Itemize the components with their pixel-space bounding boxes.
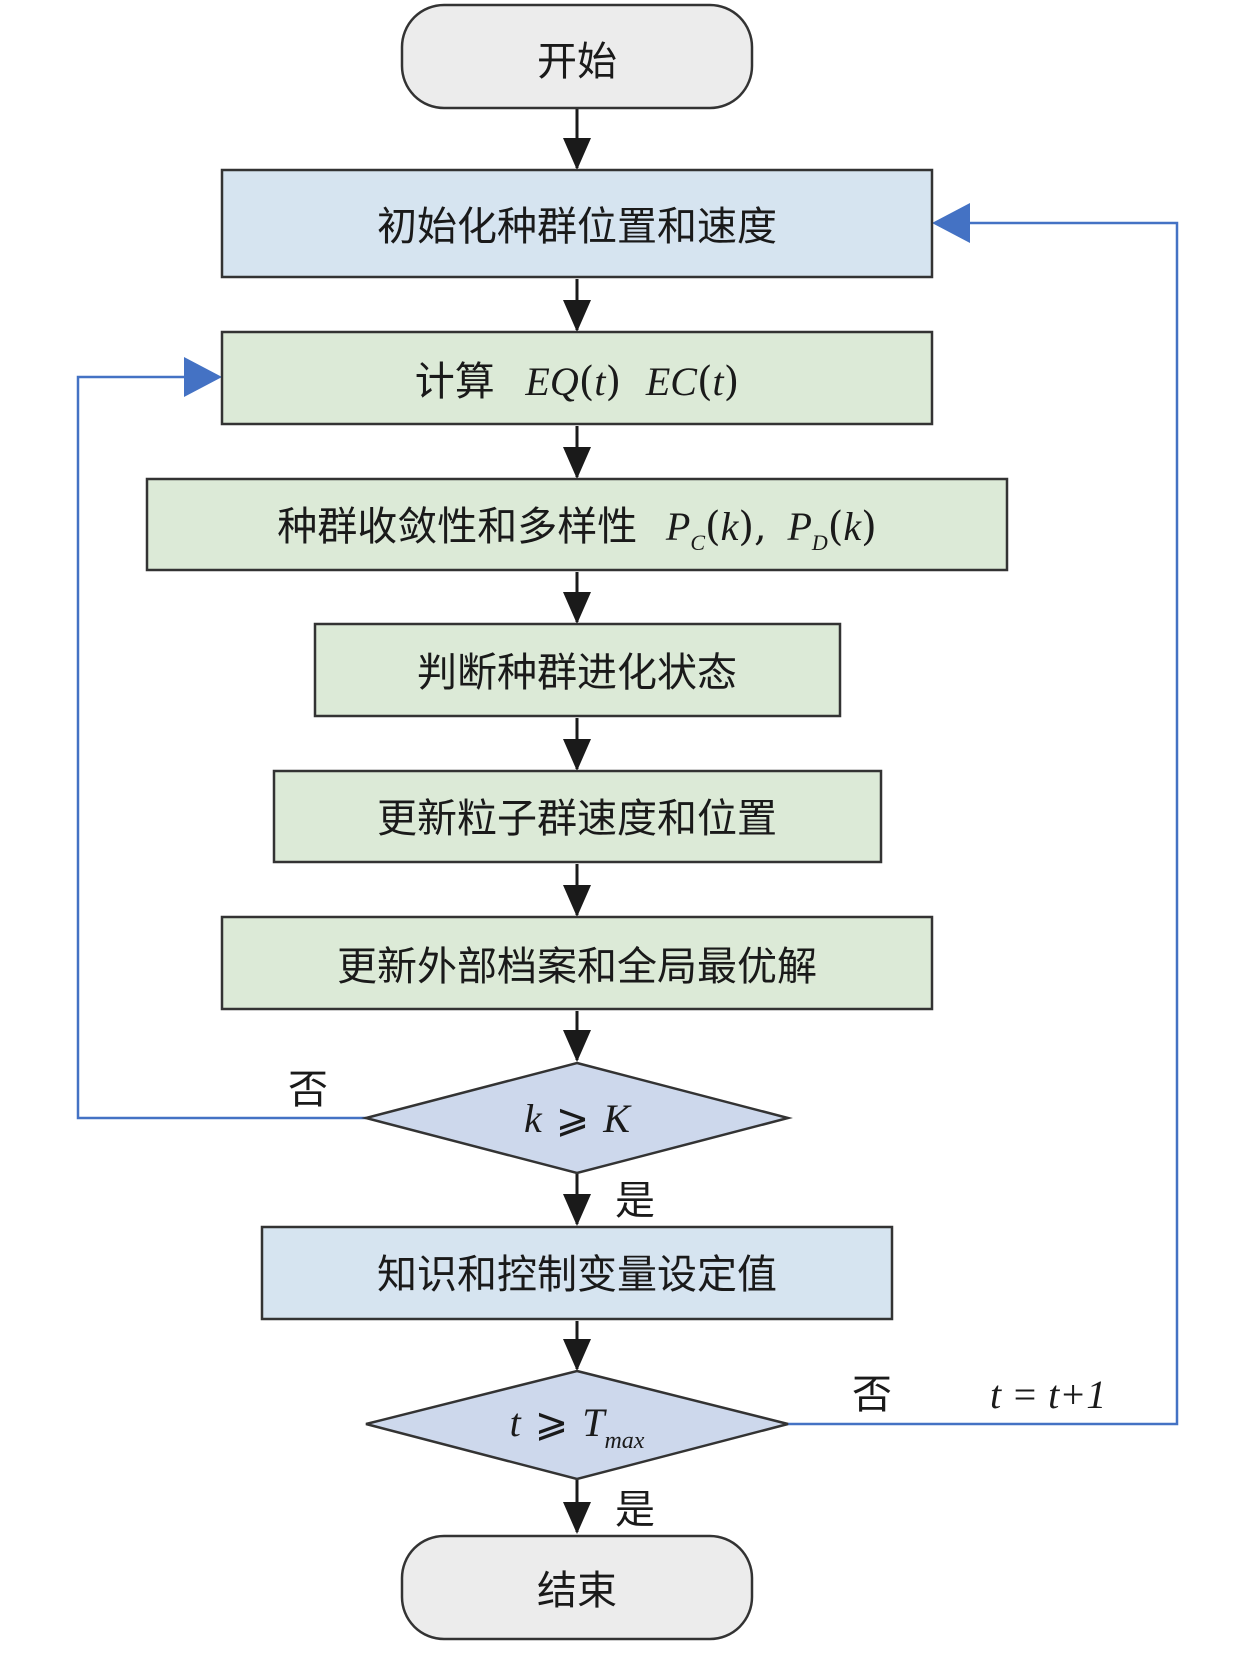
label-k-no: 否: [288, 1067, 328, 1113]
arrowhead-icon: [563, 592, 591, 624]
arrowhead-icon: [563, 300, 591, 332]
label-t-yes: 是: [615, 1487, 655, 1533]
loop-k-arrowhead-icon: [184, 357, 222, 397]
compute-node: 计算 EQ(t) EC(t): [220, 330, 934, 426]
end-node: 结束: [400, 1534, 754, 1641]
decision-k-label: k⩾K: [524, 1096, 632, 1142]
loop-t-line: [788, 203, 1179, 1426]
convergence-text: 种群收敛性和多样性: [277, 504, 637, 550]
arrowhead-icon: [563, 1194, 591, 1226]
init-label: 初始化种群位置和速度: [377, 204, 777, 250]
label-k-yes: 是: [615, 1178, 655, 1224]
arrowhead-icon: [563, 1030, 591, 1062]
compute-text: 计算: [415, 359, 495, 405]
loop-k-line: [76, 357, 366, 1120]
init-node: 初始化种群位置和速度: [220, 168, 934, 279]
decision-t-node: t⩾Tmax: [365, 1369, 789, 1481]
arrowhead-icon: [563, 1339, 591, 1371]
convergence-node: 种群收敛性和多样性 PC(k), PD(k): [145, 477, 1009, 572]
end-label: 结束: [537, 1568, 617, 1614]
decision-t-label: t⩾Tmax: [510, 1400, 645, 1454]
compute-label: 计算 EQ(t) EC(t): [415, 359, 740, 405]
update-pos-node: 更新粒子群速度和位置: [272, 769, 883, 864]
arrowhead-icon: [563, 739, 591, 771]
judge-label: 判断种群进化状态: [417, 650, 737, 696]
label-t-no: 否: [852, 1372, 892, 1418]
label-t-increment: t = t+1: [990, 1372, 1106, 1417]
update-archive-label: 更新外部档案和全局最优解: [337, 944, 817, 990]
update-pos-label: 更新粒子群速度和位置: [377, 796, 777, 842]
setvalue-node: 知识和控制变量设定值: [260, 1225, 894, 1321]
arrowhead-icon: [563, 447, 591, 479]
judge-node: 判断种群进化状态: [313, 622, 842, 718]
setvalue-label: 知识和控制变量设定值: [377, 1252, 777, 1298]
convergence-label: 种群收敛性和多样性 PC(k), PD(k): [277, 504, 877, 555]
main-flow-arrowheads: [563, 138, 591, 1534]
loop-t-arrowhead-icon: [932, 203, 970, 243]
update-archive-node: 更新外部档案和全局最优解: [220, 915, 934, 1011]
arrowhead-icon: [563, 1502, 591, 1534]
arrowhead-icon: [563, 138, 591, 170]
decision-k-node: k⩾K: [361, 1061, 793, 1175]
start-node: 开始: [400, 3, 754, 110]
compute-expr-eq: EQ: [524, 359, 578, 404]
start-label: 开始: [537, 39, 617, 85]
compute-expr-ec: EC: [645, 359, 698, 404]
arrowhead-icon: [563, 885, 591, 917]
